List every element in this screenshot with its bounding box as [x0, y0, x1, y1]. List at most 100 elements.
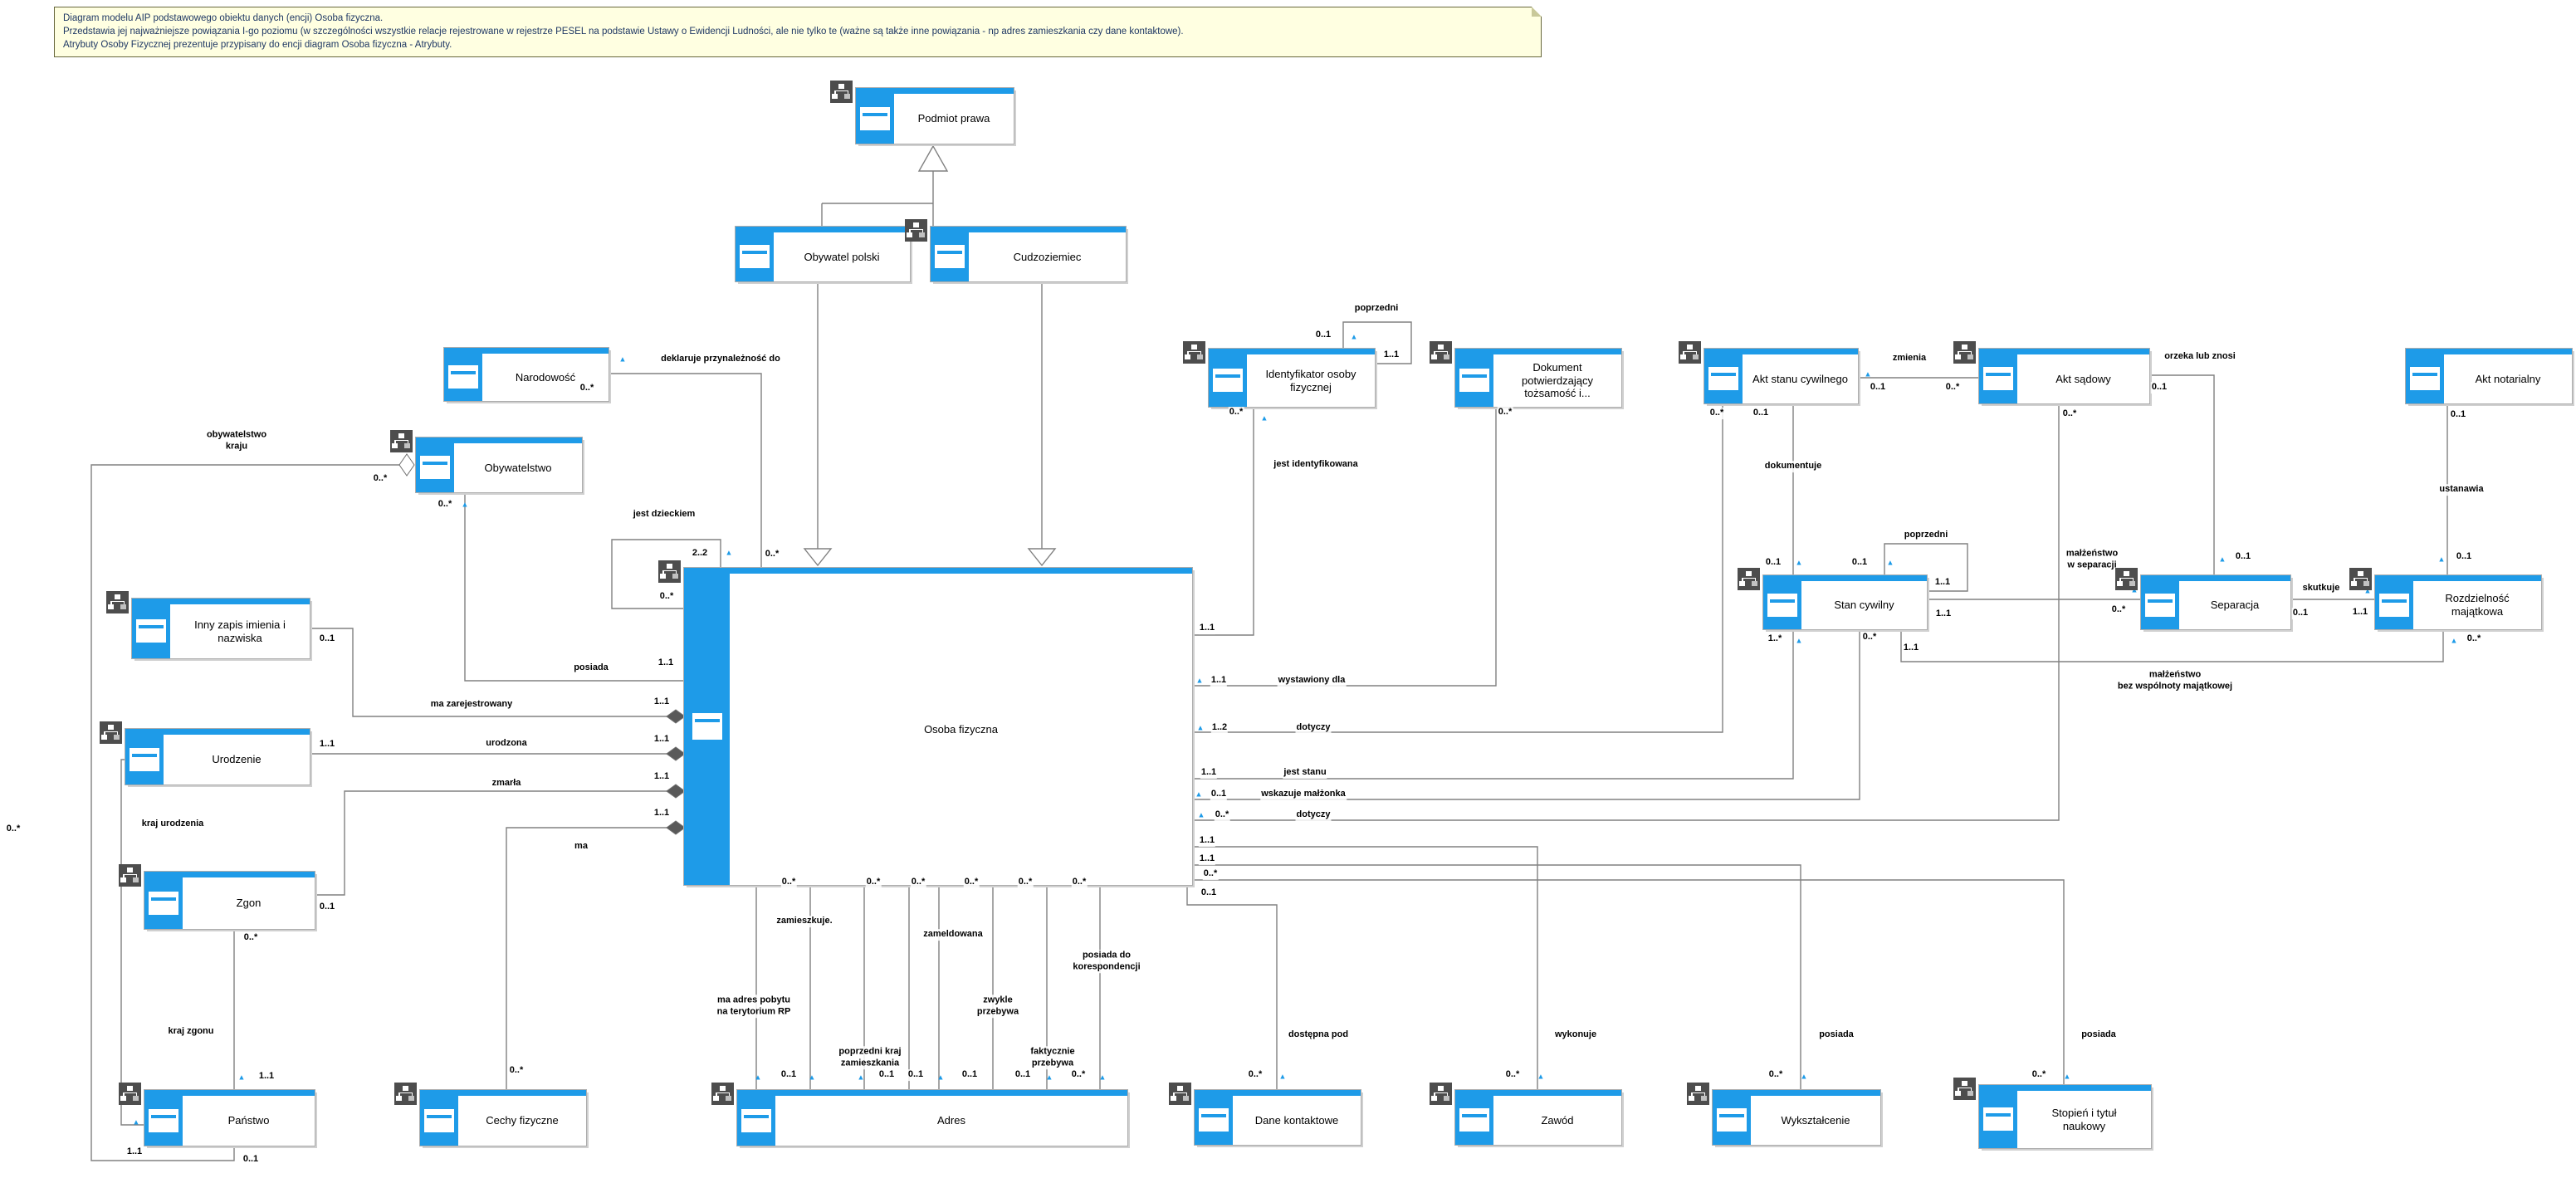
table-icon [1983, 1107, 2013, 1131]
hierarchy-icon [119, 1083, 141, 1105]
connector-ma-zarejestrowany[interactable] [309, 628, 676, 717]
note-line: Przedstawia jej najważniejsze powiązania… [63, 26, 1184, 37]
entity-stopien-i-tytul-naukowy[interactable]: Stopień i tytuł naukowy [1978, 1084, 2152, 1149]
direction-arrow-icon: ▲ [857, 1073, 865, 1082]
connector-kraj-urodzenia[interactable] [120, 759, 144, 1126]
entity-zgon[interactable]: Zgon [144, 871, 315, 930]
table-icon [130, 747, 159, 771]
connector-poprzedni-stan-loop[interactable] [1884, 543, 1968, 592]
connector-posiada-stopien[interactable] [1191, 879, 2065, 1089]
table-icon [1708, 367, 1738, 390]
entity-akt-stanu-cywilnego[interactable]: Akt stanu cywilnego [1703, 348, 1859, 404]
relation-label: dotyczy [1295, 809, 1332, 821]
entity-rozdzielnosc-majatkowa[interactable]: Rozdzielność majątkowa [2374, 574, 2542, 630]
entity-label: Podmiot prawa [917, 112, 990, 125]
entity-header-strip [444, 348, 609, 354]
connector-obywatelstwo-kraju[interactable] [90, 464, 399, 1161]
relation-label: posiada [573, 662, 609, 674]
entity-zawod[interactable]: Zawód [1454, 1089, 1622, 1146]
connector-zmarla[interactable] [314, 790, 676, 896]
entity-panstwo[interactable]: Państwo [144, 1089, 315, 1146]
table-icon [1767, 593, 1797, 617]
multiplicity-label: 0..1 [1200, 887, 1218, 899]
multiplicity-label: 1..1 [1198, 853, 1216, 865]
entity-label: Adres [937, 1114, 965, 1127]
entity-obywatelstwo[interactable]: Obywatelstwo [415, 437, 583, 493]
hierarchy-icon [1738, 568, 1760, 590]
relation-label: małżeństwo bez wspólnoty majątkowej [2116, 669, 2234, 692]
composition-diamond-ma-zarejestrowany [666, 709, 686, 724]
connector-jest-stanu[interactable] [1191, 628, 1794, 780]
entity-osoba-fizyczna[interactable]: Osoba fizyczna [683, 567, 1193, 886]
connector-dotyczy-akt-sadowy[interactable] [1191, 403, 2060, 821]
connector-jest-identyfikowana[interactable] [1191, 406, 1254, 636]
multiplicity-label: 0..* [242, 932, 259, 944]
entity-adres[interactable]: Adres [736, 1089, 1128, 1146]
hierarchy-icon [119, 864, 141, 887]
table-icon [1717, 1108, 1747, 1132]
relation-label: zameldowana [922, 929, 984, 941]
entity-cudzoziemiec[interactable]: Cudzoziemiec [930, 226, 1127, 282]
multiplicity-label: 1..1 [653, 808, 671, 819]
entity-dokument-potwierdzajacy[interactable]: Dokument potwierdzający tożsamość i... [1454, 348, 1622, 408]
entity-inny-zapis-imienia-i-nazwiska[interactable]: Inny zapis imienia i nazwiska [131, 598, 310, 659]
multiplicity-label: 1..1 [1934, 609, 1953, 620]
entity-separacja[interactable]: Separacja [2140, 574, 2291, 630]
entity-header-strip [1979, 1085, 2151, 1091]
direction-arrow-icon: ▲ [1098, 1073, 1107, 1082]
entity-header-strip [1455, 1090, 1621, 1096]
entity-akt-sadowy[interactable]: Akt sądowy [1978, 348, 2150, 404]
relation-label: posiada do korespondencji [1072, 950, 1141, 973]
entity-dane-kontaktowe[interactable]: Dane kontaktowe [1194, 1089, 1361, 1146]
table-icon [935, 245, 965, 268]
entity-narodowosc[interactable]: Narodowość [443, 347, 609, 402]
connector-dotyczy-akt-stanu[interactable] [1191, 403, 1723, 733]
composition-diamond-zmarla [666, 784, 686, 799]
connector-jest-dzieckiem-loop[interactable] [611, 539, 721, 609]
connector-deklaruje-przynaleznosc-do[interactable] [608, 373, 762, 567]
entity-akt-notarialny[interactable]: Akt notarialny [2405, 348, 2573, 404]
relation-label: obywatelstwo kraju [205, 429, 268, 452]
multiplicity-label: 0..* [1214, 809, 1230, 821]
generalization-arrow-osoba-1 [803, 548, 833, 567]
connector-orzeka-lub-znosi[interactable] [2148, 374, 2215, 574]
table-icon [740, 245, 770, 268]
connector-poprzedni-identyfikator-loop[interactable] [1342, 321, 1412, 364]
relation-label: wskazuje małżonka [1260, 789, 1347, 800]
entity-header-strip [736, 227, 910, 232]
direction-arrow-icon: ▲ [1197, 810, 1205, 819]
entity-cechy-fizyczne[interactable]: Cechy fizyczne [419, 1089, 587, 1146]
entity-obywatel-polski[interactable]: Obywatel polski [735, 226, 911, 282]
connector-malzenstwo-bez-wspolnoty[interactable] [1900, 628, 2444, 662]
entity-wyksztalcenie[interactable]: Wykształcenie [1712, 1089, 1881, 1146]
entity-identyfikator-osoby-fizycznej[interactable]: Identyfikator osoby fizycznej [1208, 348, 1376, 408]
relation-label: poprzedni [1903, 530, 1949, 541]
entity-header-strip [1195, 1090, 1361, 1096]
multiplicity-label: 0..* [1202, 868, 1219, 880]
multiplicity-label: 1..1 [1382, 349, 1400, 361]
multiplicity-label: 1..1 [657, 657, 675, 669]
connector-wystawiony-dla[interactable] [1191, 406, 1497, 687]
entity-podmiot-prawa[interactable]: Podmiot prawa [855, 87, 1014, 144]
relation-label: skutkuje [2301, 583, 2341, 594]
generalization-arrow-podmiot-prawa [917, 144, 949, 172]
connector-ma-cechy[interactable] [506, 827, 676, 1089]
entity-urodzenie[interactable]: Urodzenie [125, 728, 310, 785]
connector-wskazuje-malzonka[interactable] [1191, 628, 1860, 800]
direction-arrow-icon: ▲ [1195, 676, 1204, 685]
direction-arrow-icon: ▲ [618, 354, 627, 364]
connector-posiada-wyksztalcenie[interactable] [1191, 864, 1801, 1089]
direction-arrow-icon: ▲ [132, 1117, 140, 1127]
direction-arrow-icon: ▲ [1045, 1073, 1053, 1082]
connector-dostepna-pod[interactable] [1186, 884, 1278, 1089]
connector-posiada-obywatelstwo[interactable] [464, 491, 683, 682]
composition-diamond-ma [666, 820, 686, 835]
connector-wykonuje[interactable] [1191, 846, 1538, 1089]
multiplicity-label: 0..1 [242, 1154, 260, 1166]
multiplicity-label: 0..1 [2449, 409, 2467, 421]
multiplicity-label: 0..* [1497, 407, 1513, 418]
direction-arrow-icon: ▲ [461, 500, 469, 509]
relation-label: deklaruje przynależność do [660, 354, 781, 365]
relation-label: jest dzieckiem [632, 509, 697, 521]
entity-stan-cywilny[interactable]: Stan cywilny [1762, 574, 1928, 630]
